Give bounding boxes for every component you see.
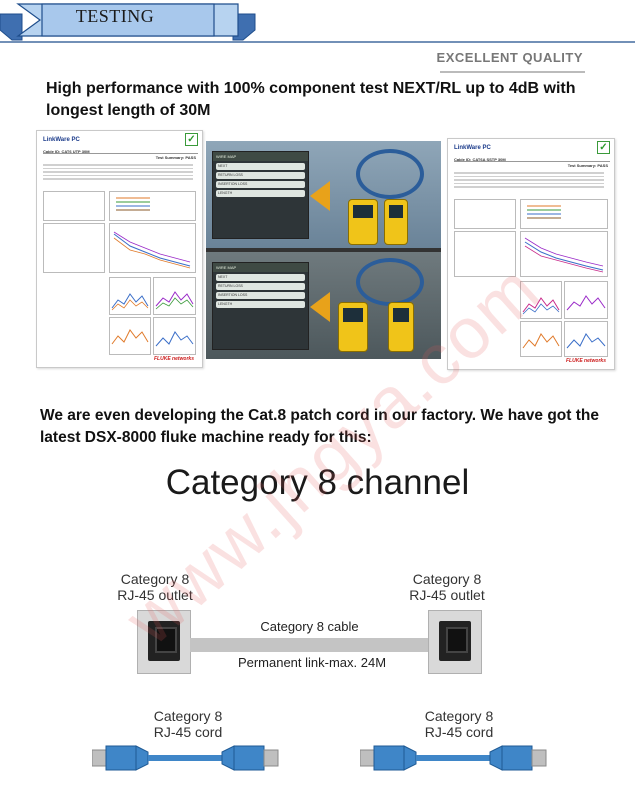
section-banner-label: TESTING <box>75 6 155 26</box>
cord-left-label: Category 8 RJ-45 cord <box>133 708 243 740</box>
report-measurement-table <box>454 231 516 277</box>
intro-paragraph: High performance with 100% component tes… <box>46 80 576 119</box>
report-wiremap-graph <box>109 191 196 221</box>
brand-underline <box>440 71 585 73</box>
report-psnext-graph <box>564 321 608 357</box>
category8-cable <box>190 638 428 652</box>
rj45-outlet-left <box>137 610 191 674</box>
diagram-title: Category 8 channel <box>165 463 470 502</box>
report-measurement-table <box>43 223 105 273</box>
rj45-outlet-right <box>428 610 482 674</box>
test-report-left: LinkWare PC ✓ Cable ID: CAT6 UTP 30M Tes… <box>36 130 203 368</box>
rj45-cord-left <box>92 745 279 771</box>
tester-photo-top: WIRE MAP NEXT RETURN LOSS INSERTION LOSS… <box>206 141 441 248</box>
report-summary: Test Summary: PASS <box>567 163 608 168</box>
report-cable-id: Cable ID: CAT6A SSTP 30M <box>454 157 610 162</box>
fluke-logo: FLUKE networks <box>565 358 606 364</box>
report-acr-graph <box>520 321 562 357</box>
tester-screen: WIRE MAP NEXT RETURN LOSS INSERTION LOSS… <box>212 262 309 350</box>
cord-right-label-line: RJ-45 cord <box>424 724 494 740</box>
fluke-tester-device <box>348 199 378 245</box>
permanent-link-label: Permanent link-max. 24M <box>237 655 387 670</box>
fluke-logo: FLUKE networks <box>153 356 194 362</box>
tester-screen-row: RETURN LOSS <box>216 283 305 290</box>
fluke-remote-device <box>384 199 408 245</box>
report-psnext-graph <box>153 317 196 355</box>
tester-screen-row: LENGTH <box>216 301 305 308</box>
outlet-left-label-line: Category 8 <box>120 571 190 587</box>
report-next-graph <box>520 231 608 277</box>
report-acr-graph <box>109 317 151 355</box>
cord-right-label-line: Category 8 <box>424 708 494 724</box>
tester-screen-row: RETURN LOSS <box>216 172 305 179</box>
report-details <box>43 162 193 188</box>
tester-screen-row: NEXT <box>216 274 305 281</box>
cord-left-label-line: Category 8 <box>153 708 223 724</box>
outlet-left-label: Category 8 RJ-45 outlet <box>100 571 210 603</box>
arrow-icon <box>310 292 330 322</box>
outlet-right-label-line: Category 8 <box>412 571 482 587</box>
outlet-right-label: Category 8 RJ-45 outlet <box>392 571 502 603</box>
report-results-table <box>454 199 516 229</box>
test-report-right: LinkWare PC ✓ Cable ID: CAT6A SSTP 30M T… <box>447 138 615 370</box>
tester-screen-row: NEXT <box>216 163 305 170</box>
pass-check-icon: ✓ <box>185 133 198 146</box>
arrow-icon <box>310 181 330 211</box>
report-results-table <box>43 191 105 221</box>
fluke-tester-device <box>338 302 368 352</box>
report-next-graph <box>109 223 196 273</box>
report-rl-graph <box>520 281 562 319</box>
cord-left-label-line: RJ-45 cord <box>153 724 223 740</box>
report-summary: Test Summary: PASS <box>155 155 196 160</box>
brand-tagline: EXCELLENT QUALITY <box>436 50 583 65</box>
tester-photo-bottom: WIRE MAP NEXT RETURN LOSS INSERTION LOSS… <box>206 252 441 359</box>
jack-icon <box>155 627 177 653</box>
report-details <box>454 170 604 196</box>
report-rl-graph <box>109 277 151 315</box>
cable-coil <box>356 258 424 306</box>
jack-icon <box>446 627 468 653</box>
outlet-right-label-line: RJ-45 outlet <box>409 587 485 603</box>
cat8-paragraph: We are even developing the Cat.8 patch c… <box>40 407 599 446</box>
report-logo: LinkWare PC <box>454 145 491 151</box>
pass-check-icon: ✓ <box>597 141 610 154</box>
cable-label: Category 8 cable <box>260 619 359 634</box>
tester-screen-title: WIRE MAP <box>213 263 308 272</box>
outlet-left-label-line: RJ-45 outlet <box>117 587 193 603</box>
cord-right-label: Category 8 RJ-45 cord <box>404 708 514 740</box>
fluke-remote-device <box>388 302 414 352</box>
tester-screen-row: INSERTION LOSS <box>216 181 305 188</box>
cable-coil <box>356 149 424 199</box>
header-ribbon <box>0 3 635 43</box>
report-wiremap-graph <box>520 199 608 229</box>
report-il-graph <box>153 277 196 315</box>
tester-screen-row: INSERTION LOSS <box>216 292 305 299</box>
report-logo: LinkWare PC <box>43 137 80 143</box>
tester-screen-row: LENGTH <box>216 190 305 197</box>
tester-photo-collage: WIRE MAP NEXT RETURN LOSS INSERTION LOSS… <box>206 141 441 359</box>
tester-screen: WIRE MAP NEXT RETURN LOSS INSERTION LOSS… <box>212 151 309 239</box>
report-il-graph <box>564 281 608 319</box>
tester-screen-title: WIRE MAP <box>213 152 308 161</box>
report-cable-id: Cable ID: CAT6 UTP 30M <box>43 149 198 154</box>
rj45-cord-right <box>360 745 547 771</box>
